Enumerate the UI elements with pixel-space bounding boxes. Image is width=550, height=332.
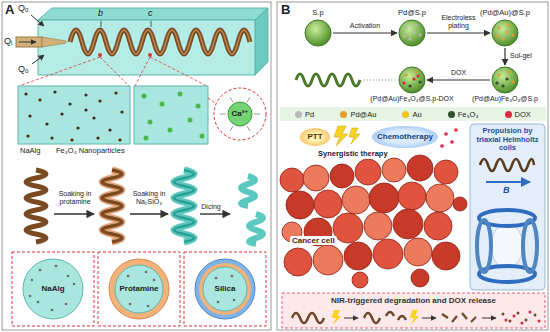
propulsion-panel: Propulsion by triaxial Helmholtz coilsB xyxy=(470,124,545,290)
therapy-symbols xyxy=(334,126,458,148)
node-text: NaAlg xyxy=(41,284,64,293)
gel-zoom xyxy=(18,86,266,144)
legend-text: DOX xyxy=(515,110,531,119)
degradation-box: NIR-triggered degradation and DOX releas… xyxy=(282,293,545,328)
node-text: B xyxy=(281,3,290,18)
panel-frame xyxy=(277,2,548,330)
edge-label: DOX xyxy=(451,69,466,77)
microfluidic-channel xyxy=(16,8,268,86)
legend-swatch xyxy=(340,111,347,118)
cross-section: Protamine xyxy=(98,252,180,326)
panel: BS.pPd@S.p(Pd@Au)@S.p(Pd@Au)Fe₃O₄@S.p(Pd… xyxy=(277,2,548,330)
legend-swatch xyxy=(505,111,512,118)
node-text: (Pd@Au)Fe₃O₄@S.p-DOX xyxy=(370,95,453,103)
cancer-cells xyxy=(280,155,467,288)
legend-text: Fe₃O₄ xyxy=(458,110,479,119)
edge-label: Activation xyxy=(350,22,380,30)
legend-item: Fe₃O₄ xyxy=(448,110,479,119)
legend-text: Pd xyxy=(305,110,314,119)
callout-label: Soaking in Na₂SiO₃ xyxy=(126,190,172,206)
therapy-badge: Chemotherapy xyxy=(372,126,438,148)
legend-text: Pd@Au xyxy=(350,110,376,119)
cross-sections xyxy=(12,252,266,326)
process-arrow xyxy=(427,79,490,80)
node-text: Ca²⁺ xyxy=(231,109,248,118)
legend-swatch xyxy=(295,111,302,118)
panel: ANaAlgFe₃O₄ NanoparticlesCa²⁺NaAlgProtam… xyxy=(2,2,271,330)
microrobot-sphere: (Pd@Au)@S.p xyxy=(492,20,518,46)
microrobot-sphere: (Pd@Au)Fe₃O₄@S.p xyxy=(492,67,518,93)
legend-swatch xyxy=(448,111,455,118)
node-text: S.p xyxy=(312,9,323,18)
helmholtz-coils xyxy=(470,124,545,290)
process-arrow xyxy=(427,32,490,33)
gel-zoom-box: NaAlg Fe₃O₄ Nanoparticles xyxy=(18,86,130,158)
node-text: Pd@S.p xyxy=(398,9,426,18)
panel-frame xyxy=(2,2,271,330)
callout-label: Cancer cell xyxy=(290,236,337,245)
microrobot-sphere: (Pd@Au)Fe₃O₄@S.p-DOX xyxy=(399,67,425,93)
process-arrow xyxy=(504,48,505,65)
legend-item: Pd xyxy=(295,110,314,119)
cross-section: NaAlg xyxy=(12,252,94,326)
microrobot-sphere: Pd@S.p xyxy=(399,20,425,46)
legend-text: Au xyxy=(412,110,421,119)
node-text: Silica xyxy=(215,284,236,293)
node-text: Protamine xyxy=(119,284,158,293)
legend-item: Au xyxy=(402,110,421,119)
callout-label: Synergistic therapy xyxy=(316,150,390,159)
callout-label: Qₒ xyxy=(18,64,28,74)
therapy-badge: PTT xyxy=(300,128,330,146)
microrobot-spheres xyxy=(280,20,546,121)
node-text: Fe₃O₄ Nanoparticles xyxy=(56,147,125,156)
callout-label: b xyxy=(98,8,103,18)
edge-label: Electroless plating xyxy=(439,14,479,30)
node-text: NaAlg xyxy=(20,147,40,156)
callout-label: Soaking in protamine xyxy=(50,190,100,206)
microrobot-sphere: S.p xyxy=(305,20,331,46)
calcium-inset: Ca²⁺ xyxy=(214,88,266,140)
legend-swatch xyxy=(402,111,409,118)
callout-label: c xyxy=(148,8,153,18)
legend-item: Pd@Au xyxy=(340,110,376,119)
nir-degradation xyxy=(282,293,545,328)
edge-label: Sol-gel xyxy=(510,52,532,60)
node-text: B xyxy=(503,185,510,195)
cross-section: Silica xyxy=(184,252,266,326)
legend: Pd Pd@Au Au Fe₃O₄ DOX xyxy=(282,108,544,120)
process-arrow xyxy=(333,32,397,33)
node-text: (Pd@Au)@S.p xyxy=(480,9,530,18)
node-text: NIR-triggered degradation and DOX releas… xyxy=(282,296,545,305)
node-text: Propulsion by triaxial Helmholtz coils xyxy=(472,127,543,153)
node-text: (Pd@Au)Fe₃O₄@S.p xyxy=(472,95,538,103)
node-text: A xyxy=(5,3,14,18)
helix-process xyxy=(26,170,263,244)
node-text: Chemotherapy xyxy=(377,132,433,141)
callout-label: Qᵢ xyxy=(4,36,12,46)
callout-label: Dicing xyxy=(196,203,226,211)
node-text: PTT xyxy=(307,132,322,141)
legend-item: DOX xyxy=(505,110,531,119)
callout-label: Qₒ xyxy=(18,3,28,13)
